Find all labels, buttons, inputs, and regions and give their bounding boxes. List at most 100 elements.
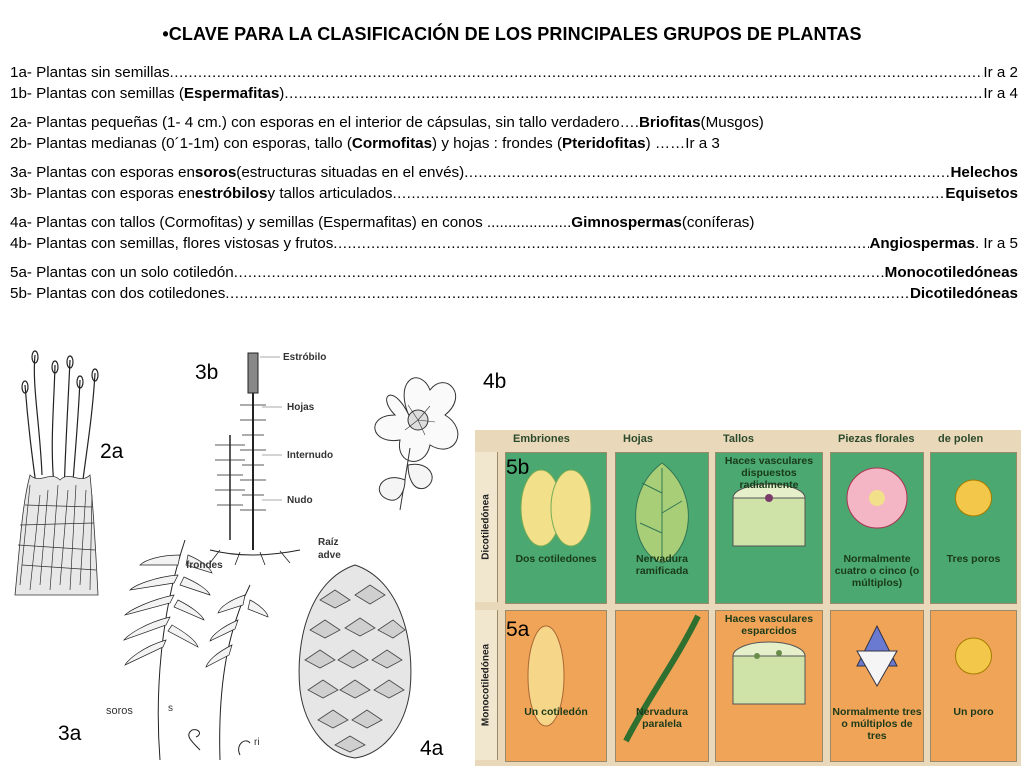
row-tag: Dicotiledónea: [475, 452, 498, 602]
key-text: . Ir a 5: [974, 235, 1018, 252]
key-text: 5a- Plantas con un solo cotiledón: [10, 264, 234, 281]
table-cell: Nervadura ramificada: [615, 452, 709, 604]
leader-dots: [234, 262, 885, 283]
cell-illustration: [732, 483, 806, 547]
key-text: (coníferas): [681, 214, 755, 231]
table-cell: Un cotiledón: [505, 610, 607, 762]
cell-caption: Haces vasculares dispuestos radialmente: [724, 455, 814, 491]
row-tag: Monocotiledónea: [475, 610, 498, 760]
table-header: Hojas: [623, 433, 653, 445]
key-term: Cormofitas: [351, 135, 433, 152]
key-line: 1b- Plantas con semillas (Espermafitas)I…: [10, 83, 1018, 104]
leader-dots: [170, 62, 984, 83]
key-result: Ir a 4: [983, 85, 1018, 102]
key-group: 4a- Plantas con tallos (Cormofitas) y se…: [10, 212, 1018, 254]
key-line: 4a- Plantas con tallos (Cormofitas) y se…: [10, 212, 1018, 233]
table-cell: Haces vasculares dispuestos radialmente: [715, 452, 823, 604]
cell-caption: Nervadura ramificada: [635, 553, 689, 577]
label-hojas: Hojas: [287, 402, 315, 413]
key-text: 4a- Plantas con tallos (Cormofitas) y se…: [10, 214, 572, 231]
table-header: Tallos: [723, 433, 754, 445]
key-term: Espermafitas: [183, 85, 280, 102]
cell-illustration: [856, 624, 898, 688]
label-ri: ri: [254, 737, 260, 748]
key-term: soros: [194, 164, 237, 181]
key-term: Briofitas: [638, 114, 701, 131]
key-result: Helechos: [950, 164, 1018, 181]
key-result: Dicotiledóneas: [909, 285, 1018, 302]
label-adve: adve: [318, 550, 341, 561]
cell-caption: Tres poros: [946, 553, 1001, 565]
table-header: de polen: [938, 433, 984, 445]
key-text: 3a- Plantas con esporas en: [10, 164, 195, 181]
label-estrobilo: Estróbilo: [283, 352, 327, 363]
table-cell: Normalmente tres o múltiplos de tres: [830, 610, 924, 762]
key-line: 5b- Plantas con dos cotiledones Dicotiled…: [10, 283, 1018, 304]
key-text: ) y hojas : frondes (: [432, 135, 563, 152]
classification-key: 1a- Plantas sin semillas Ir a 2 1b- Planta…: [10, 62, 1018, 312]
label-nudo: Nudo: [287, 495, 313, 506]
cell-illustration: [623, 614, 701, 743]
key-text: (Musgos): [700, 114, 764, 131]
cell-caption: Un cotiledón: [524, 706, 588, 718]
key-line: 1a- Plantas sin semillas Ir a 2: [10, 62, 1018, 83]
horsetail-illustration: [209, 352, 301, 565]
key-result: Monocotiledóneas: [884, 264, 1018, 281]
fern-illustration: [122, 539, 269, 761]
key-group: 1a- Plantas sin semillas Ir a 2 1b- Planta…: [10, 62, 1018, 104]
table-cell: Haces vasculares esparcidos: [715, 610, 823, 762]
key-result: Equisetos: [945, 185, 1018, 202]
label-raiz: Raíz: [318, 537, 339, 548]
key-group: 5a- Plantas con un solo cotiledón Monocot…: [10, 262, 1018, 304]
cell-illustration: [635, 462, 689, 564]
label-internudo: Internudo: [287, 450, 334, 461]
key-line: 5a- Plantas con un solo cotiledón Monocot…: [10, 262, 1018, 283]
label-4a: 4a: [420, 737, 444, 760]
label-s: s: [168, 703, 173, 714]
label-4b: 4b: [483, 370, 507, 393]
table-cell: Dos cotiledones: [505, 452, 607, 604]
cell-illustration: [527, 625, 565, 727]
key-term: Gimnospermas: [571, 214, 682, 231]
key-text: (estructuras situadas en el envés): [236, 164, 465, 181]
key-line: 3b- Plantas con esporas en estróbilos y …: [10, 183, 1018, 204]
cell-illustration: [955, 479, 992, 517]
cell-illustration: [520, 469, 592, 547]
row-tag-label: Dicotiledónea: [480, 494, 492, 560]
leader-dots: [464, 162, 950, 183]
key-text: 1a- Plantas sin semillas: [10, 64, 170, 81]
page-title: •CLAVE PARA LA CLASIFICACIÓN DE LOS PRIN…: [162, 24, 862, 44]
key-term: Pteridofitas: [562, 135, 646, 152]
flower-illustration: [374, 377, 459, 511]
label-frondes: frondes: [186, 560, 223, 571]
cell-illustration: [955, 637, 992, 675]
cell-caption: Haces vasculares esparcidos: [724, 613, 814, 637]
label-5b: 5b: [506, 456, 530, 479]
label-soros: soros: [106, 705, 133, 717]
label-3a: 3a: [58, 722, 82, 745]
key-text: ) ……Ir a 3: [645, 135, 720, 152]
leader-dots: [284, 83, 983, 104]
key-text: 5b- Plantas con dos cotiledones: [10, 285, 226, 302]
key-text: 1b- Plantas con semillas (: [10, 85, 184, 102]
key-text: 3b- Plantas con esporas en: [10, 185, 195, 202]
label-2a: 2a: [100, 440, 124, 463]
leader-dots: [225, 283, 910, 304]
table-cell: Un poro: [930, 610, 1017, 762]
key-term: estróbilos: [194, 185, 268, 202]
key-line: 3a- Plantas con esporas en soros (estruc…: [10, 162, 1018, 183]
label-3b: 3b: [195, 361, 219, 384]
cell-caption: Normalmente tres o múltiplos de tres: [832, 706, 922, 742]
key-text: y tallos articulados: [267, 185, 393, 202]
row-tag-label: Monocotiledónea: [480, 643, 492, 727]
moss-illustration: [14, 350, 99, 596]
cell-caption: Dos cotiledones: [515, 553, 597, 565]
cell-caption: Un poro: [953, 706, 994, 718]
leader-dots: [333, 233, 869, 254]
pinecone-illustration: [298, 564, 412, 759]
key-group: 3a- Plantas con esporas en soros (estruc…: [10, 162, 1018, 204]
leader-dots: [392, 183, 945, 204]
key-result: Ir a 2: [983, 64, 1018, 81]
cell-illustration: [732, 641, 806, 705]
